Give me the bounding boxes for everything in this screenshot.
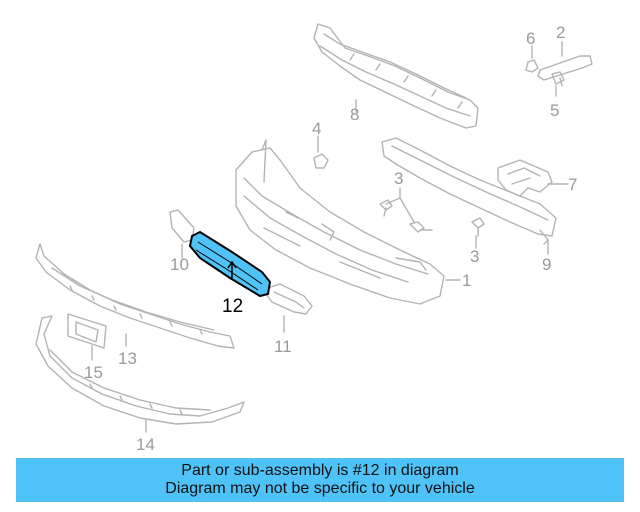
part-6-fastener [525, 59, 539, 73]
part-4-clip [313, 153, 329, 169]
part-1-bumper-cover [235, 139, 445, 305]
banner-line-2: Diagram may not be specific to your vehi… [165, 480, 475, 497]
callout-5: 5 [550, 101, 560, 120]
callout-9: 9 [542, 255, 552, 274]
callout-8: 8 [350, 105, 360, 124]
part-9-reinforcement [381, 137, 557, 245]
callout-7: 7 [568, 175, 578, 194]
part-15-plate-bracket [67, 313, 107, 349]
part-7-bracket [497, 159, 553, 197]
info-banner: Part or sub-assembly is #12 in diagram D… [16, 458, 624, 502]
callout-3-upper: 3 [394, 169, 404, 188]
part-11-bezel [265, 283, 313, 315]
callout-11: 11 [274, 337, 292, 356]
part-10-bracket [169, 209, 195, 243]
part-8-grille [313, 23, 479, 129]
parts-diagram [35, 23, 593, 433]
part-2-clip [537, 55, 593, 81]
part-12-energy-absorber[interactable] [188, 230, 272, 298]
part-5-fastener [551, 71, 565, 87]
part-3-bolts [379, 199, 485, 237]
leader-lines [91, 41, 569, 433]
callout-1: 1 [462, 271, 472, 290]
callout-14: 14 [136, 435, 155, 454]
banner-line-1: Part or sub-assembly is #12 in diagram [181, 462, 459, 479]
callout-3-lower: 3 [470, 247, 480, 266]
callout-10: 10 [170, 255, 189, 274]
callout-12[interactable]: 12 [222, 296, 244, 317]
callout-15: 15 [84, 363, 103, 382]
callout-4: 4 [312, 119, 322, 138]
callout-13: 13 [118, 349, 137, 368]
callout-6: 6 [526, 29, 536, 48]
part-13-deflector [35, 243, 235, 349]
part-14-valance [35, 315, 245, 425]
callout-2: 2 [556, 23, 566, 42]
